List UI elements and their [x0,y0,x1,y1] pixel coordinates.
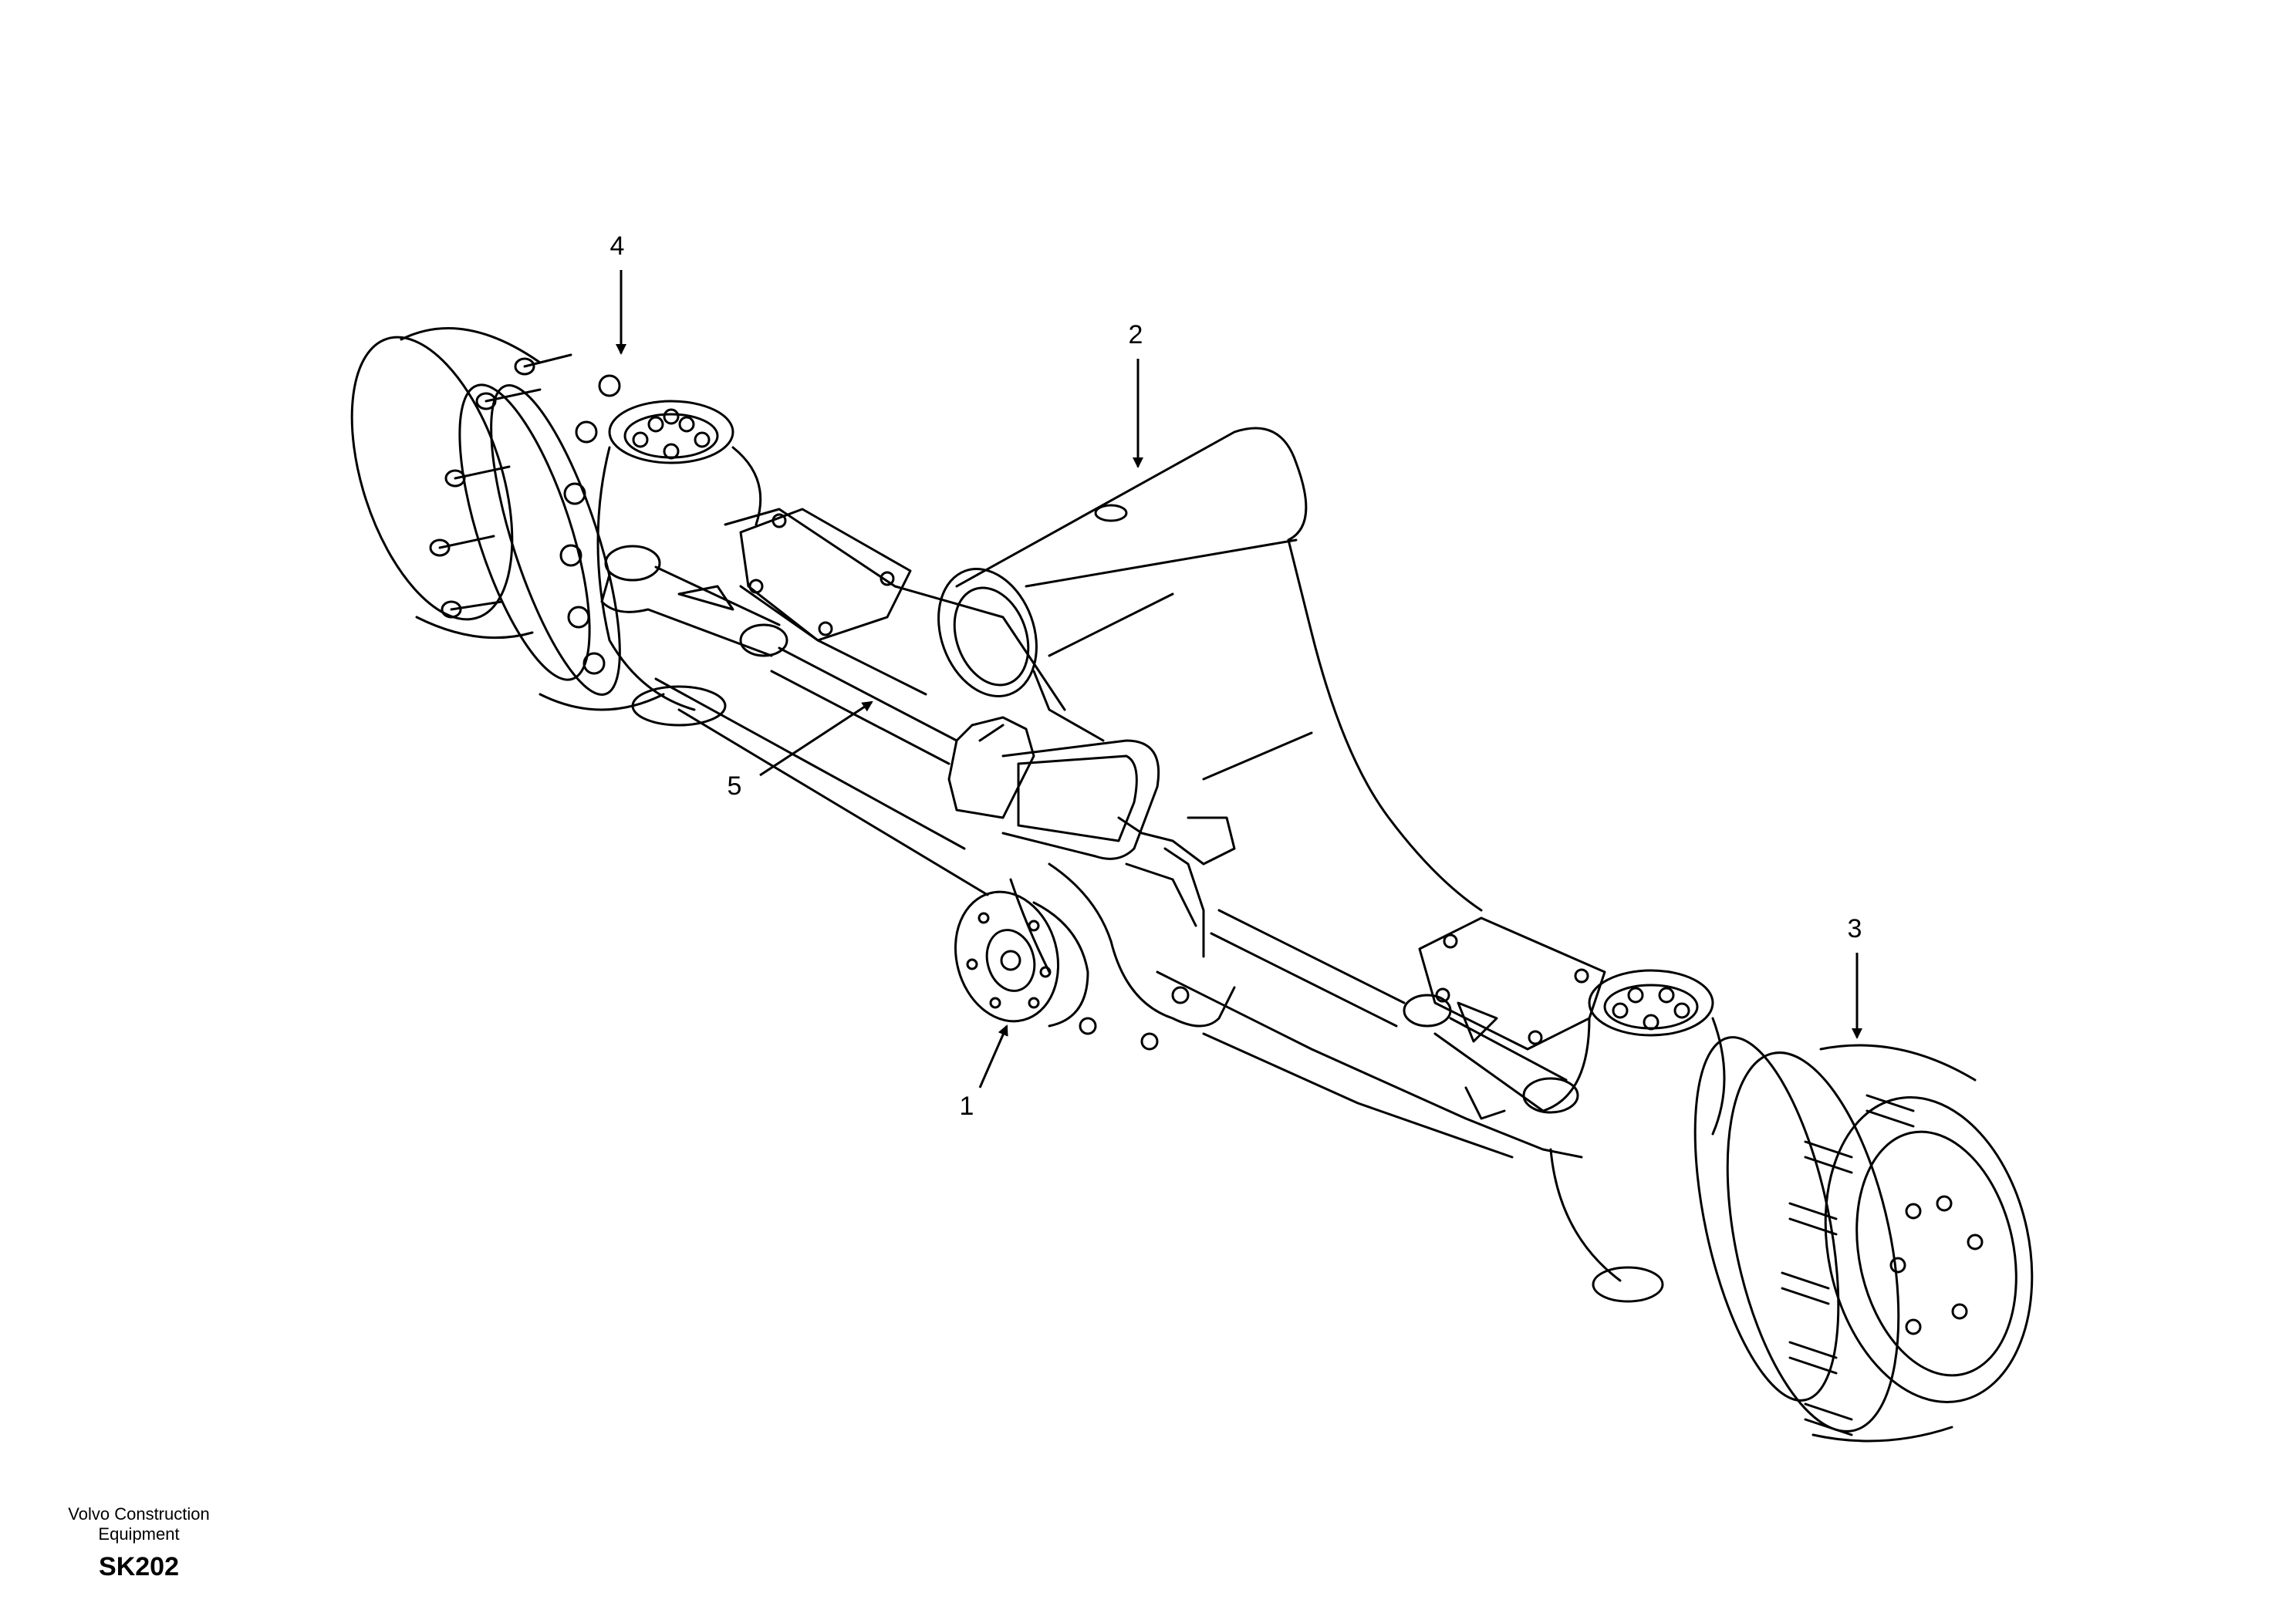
right-wheel-hub [1693,1036,2034,1443]
oscillation-mount [937,427,1483,912]
right-steering-knuckle [1541,969,1726,1303]
left-flange-bolts [559,374,621,675]
callout-2: 2 [1129,320,1143,468]
left-wheel-hub [350,327,621,696]
callout-3: 3 [1848,914,1862,1039]
callout-5-label: 5 [728,771,742,801]
right-brake-plate [1418,916,1606,1051]
callout-1: 1 [960,1024,1008,1121]
brand-line-1: Volvo Construction [68,1504,210,1524]
callout-4: 4 [610,231,626,355]
axle-housing [654,508,1545,1159]
drawing-code: SK202 [99,1552,179,1581]
callouts: 4 2 5 1 3 [610,231,1862,1121]
left-steering-knuckle [539,400,762,727]
right-steering-arm [1403,994,1579,1120]
callout-1-label: 1 [960,1092,974,1121]
callout-2-label: 2 [1129,320,1143,349]
footer-brand: Volvo Construction Equipment SK202 [46,1504,231,1582]
left-brake-plate [739,508,912,642]
callout-4-label: 4 [610,231,625,261]
right-hub-studs [1781,1094,1915,1436]
callout-3-label: 3 [1848,914,1862,943]
tie-rod [770,646,1406,1028]
differential-housing [947,716,1236,1051]
brand-line-2: Equipment [98,1524,180,1544]
callout-5: 5 [728,700,873,801]
left-steering-arm [600,545,788,657]
left-hub-studs [429,353,572,619]
input-flange [954,890,1089,1028]
